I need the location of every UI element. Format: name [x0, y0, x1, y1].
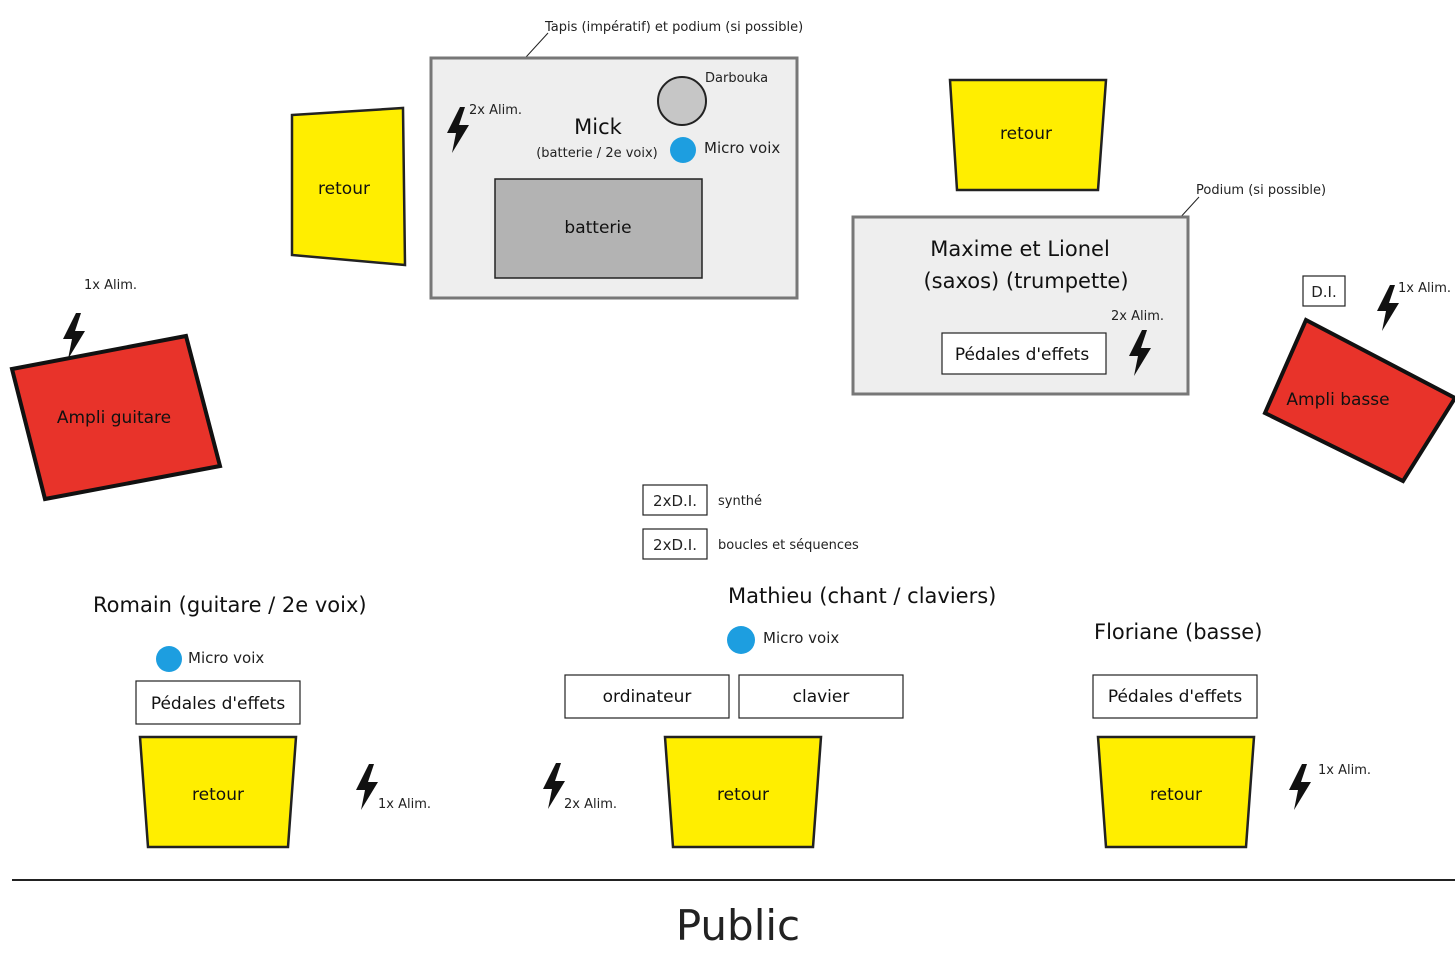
- bass-amp: [1262, 317, 1455, 484]
- mathieu-name: Mathieu (chant / claviers): [728, 584, 996, 608]
- di-box-synth-label: 2xD.I.: [653, 492, 697, 510]
- bass-amp-power-label: 1x Alim.: [1398, 281, 1451, 296]
- horns-monitor-label: retour: [1000, 124, 1052, 144]
- romain-monitor: [138, 735, 298, 849]
- floriane-monitor-label: retour: [1150, 785, 1202, 805]
- computer-label: ordinateur: [603, 687, 692, 707]
- power-icon: [543, 763, 565, 809]
- romain-power-label: 1x Alim.: [378, 797, 431, 812]
- guitar-amp-label: Ampli guitare: [57, 408, 171, 428]
- horns-monitor: [948, 78, 1108, 192]
- vocal-mic-icon: [156, 646, 182, 672]
- di-box-loops: [642, 528, 708, 560]
- power-icon: [63, 313, 85, 359]
- di-loops-label: boucles et séquences: [718, 538, 859, 553]
- romain-name: Romain (guitare / 2e voix): [93, 593, 367, 617]
- mathieu-mic-label: Micro voix: [763, 629, 839, 647]
- guitar-amp: [9, 333, 223, 502]
- drum-monitor-label: retour: [318, 179, 370, 199]
- floriane-pedals-label: Pédales d'effets: [1108, 687, 1243, 707]
- horns-riser-note: Podium (si possible): [1196, 183, 1326, 198]
- mathieu-power-label: 2x Alim.: [564, 797, 617, 812]
- floriane-name: Floriane (basse): [1094, 620, 1262, 644]
- horns-pedals: [941, 332, 1107, 375]
- drum-power-label: 2x Alim.: [469, 103, 522, 118]
- floriane-monitor: [1096, 735, 1256, 849]
- drummer-name: Mick: [574, 115, 622, 139]
- drummer-mic-label: Micro voix: [704, 139, 780, 157]
- romain-pedals: [135, 680, 301, 725]
- mathieu-monitor: [663, 735, 823, 849]
- horns-power-label: 2x Alim.: [1111, 309, 1164, 324]
- di-synth-label: synthé: [718, 494, 762, 509]
- power-icon: [1377, 285, 1399, 331]
- di-box-loops-label: 2xD.I.: [653, 536, 697, 554]
- mathieu-monitor-label: retour: [717, 785, 769, 805]
- horns-pedals-label: Pédales d'effets: [955, 345, 1090, 365]
- romain-mic-label: Micro voix: [188, 649, 264, 667]
- drummer-role: (batterie / 2e voix): [536, 146, 658, 161]
- romain-pedals-label: Pédales d'effets: [151, 694, 286, 714]
- power-icon: [356, 764, 378, 810]
- drum-riser: [429, 56, 799, 300]
- bass-di-box: [1302, 275, 1346, 307]
- keyboard-label: clavier: [793, 687, 850, 707]
- drum-monitor: [290, 106, 407, 267]
- drum-kit-label: batterie: [564, 218, 631, 238]
- drum-kit: [494, 178, 703, 279]
- power-icon: [1289, 764, 1311, 810]
- floriane-pedals: [1092, 674, 1258, 719]
- darbouka-icon: [657, 76, 707, 126]
- drum-riser-note: Tapis (impératif) et podium (si possible…: [544, 20, 803, 35]
- romain-monitor-label: retour: [192, 785, 244, 805]
- horns-names: Maxime et Lionel: [930, 237, 1110, 261]
- audience-label: Public: [676, 901, 800, 950]
- di-box-synth: [642, 484, 708, 516]
- guitar-amp-power-label: 1x Alim.: [84, 278, 137, 293]
- vocal-mic-icon: [670, 137, 696, 163]
- bass-di-label: D.I.: [1311, 283, 1337, 301]
- vocal-mic-icon: [727, 626, 755, 654]
- computer: [564, 674, 730, 719]
- darbouka-label: Darbouka: [705, 71, 768, 86]
- keyboard: [738, 674, 904, 719]
- floriane-power-label: 1x Alim.: [1318, 763, 1371, 778]
- horns-instruments: (saxos) (trumpette): [923, 269, 1128, 293]
- bass-amp-label: Ampli basse: [1286, 390, 1389, 410]
